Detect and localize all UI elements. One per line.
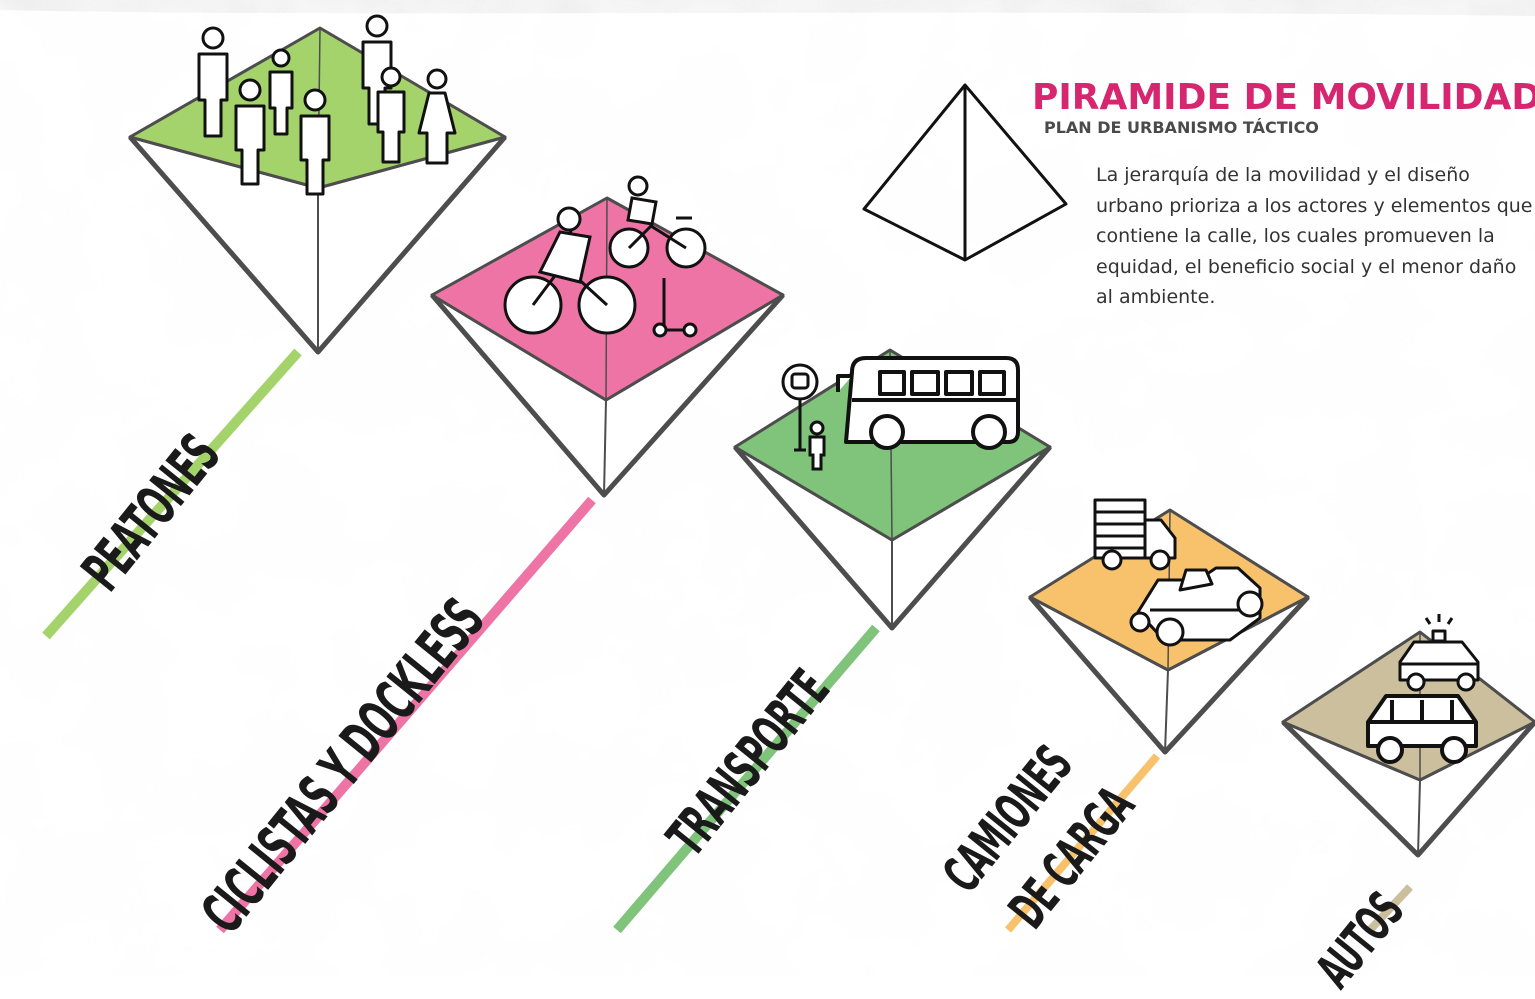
pyramid-edge-bottom-autos	[1417, 779, 1421, 856]
pedestrian-icon-3	[234, 78, 266, 186]
level-stripe-transporte	[613, 624, 880, 934]
diagram-description: La jerarquía de la movilidad y el diseño…	[1096, 164, 1533, 308]
pedestrian-icon-2	[268, 48, 294, 136]
police-car-icon	[1398, 614, 1480, 692]
pyramid-edge-bottom-camiones	[1164, 669, 1169, 753]
box-truck-icon	[1093, 498, 1177, 571]
bicycle-icon	[608, 175, 707, 269]
pyramid-outline-icon	[862, 83, 1068, 262]
level-stripe-peatones	[42, 348, 302, 640]
waiting-person-icon	[808, 420, 826, 471]
level-stripe-autos	[1367, 884, 1413, 933]
pyramid-rim-peatones	[128, 135, 507, 355]
pedestrian-icon-7	[417, 68, 457, 165]
level-stripe-ciclistas	[216, 496, 596, 934]
pyramid-rim-ciclistas	[430, 293, 785, 498]
pyramid-edge-bottom-ciclistas	[603, 399, 607, 496]
diagram-canvas	[0, 0, 1535, 975]
level-stripe-camiones	[1004, 753, 1161, 933]
pyramid-rim-autos	[1281, 720, 1535, 858]
pedestrian-group-icon	[197, 14, 457, 196]
cyclist-icon	[503, 206, 637, 335]
car-icon	[1366, 694, 1478, 764]
diagram-subtitle: PLAN DE URBANISMO TÁCTICO	[1044, 118, 1319, 137]
pyramid-rim-camiones	[1028, 595, 1310, 755]
pedestrian-icon-4	[299, 88, 331, 196]
stripe-group	[42, 348, 1413, 934]
pyramid-rim-transporte	[733, 445, 1052, 631]
bus-stop-sign-icon	[781, 363, 819, 452]
scooter-icon	[652, 278, 698, 338]
pedestrian-icon-6	[376, 66, 406, 164]
bus-icon	[836, 356, 1020, 450]
diagram-title: PIRAMIDE DE MOVILIDAD	[1032, 77, 1535, 118]
title-block: PIRAMIDE DE MOVILIDAD PLAN DE URBANISMO …	[1032, 77, 1535, 138]
pedestrian-icon-1	[197, 26, 229, 138]
tractor-truck-icon	[1129, 566, 1264, 647]
